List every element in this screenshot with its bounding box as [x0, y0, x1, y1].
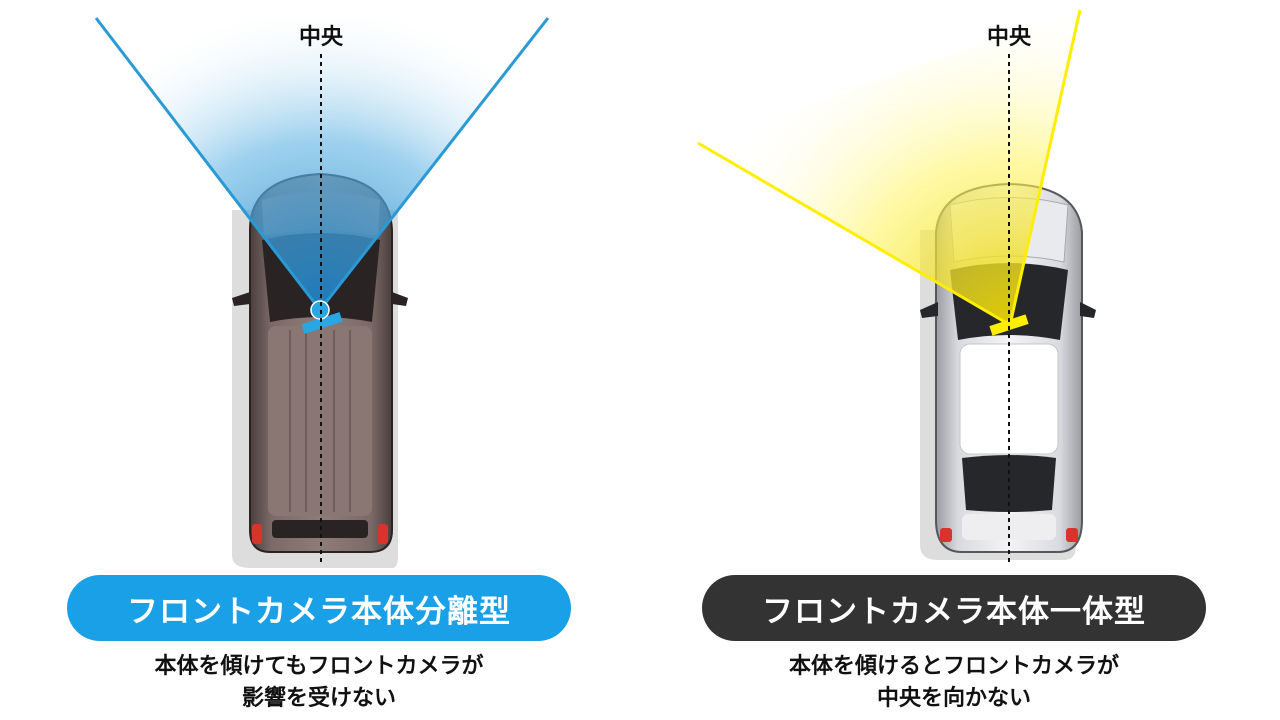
- right-title: フロントカメラ本体一体型: [762, 593, 1146, 630]
- right-caption-line-1: 本体を傾けるとフロントカメラが: [788, 654, 1119, 679]
- right-center-label: 中央: [987, 24, 1032, 50]
- right-caption-line-2: 中央を向かない: [876, 686, 1031, 711]
- left-caption-line-1: 本体を傾けてもフロントカメラが: [154, 654, 484, 679]
- right-camera-beam: [698, 10, 1080, 325]
- left-caption: 本体を傾けてもフロントカメラが 影響を受けない: [67, 651, 571, 715]
- left-camera-beam: [96, 18, 548, 310]
- right-caption: 本体を傾けるとフロントカメラが 中央を向かない: [702, 651, 1206, 715]
- left-tilted-recorder-body: [301, 312, 343, 334]
- left-diagram: 中央: [94, 17, 550, 568]
- left-title: フロントカメラ本体分離型: [127, 593, 511, 630]
- right-title-badge: フロントカメラ本体一体型: [702, 575, 1206, 641]
- right-diagram: 中央: [697, 9, 1096, 566]
- right-tilted-recorder-body: [989, 314, 1029, 336]
- left-caption-line-2: 影響を受けない: [241, 686, 396, 711]
- left-title-badge: フロントカメラ本体分離型: [67, 575, 571, 641]
- left-center-label: 中央: [299, 24, 344, 50]
